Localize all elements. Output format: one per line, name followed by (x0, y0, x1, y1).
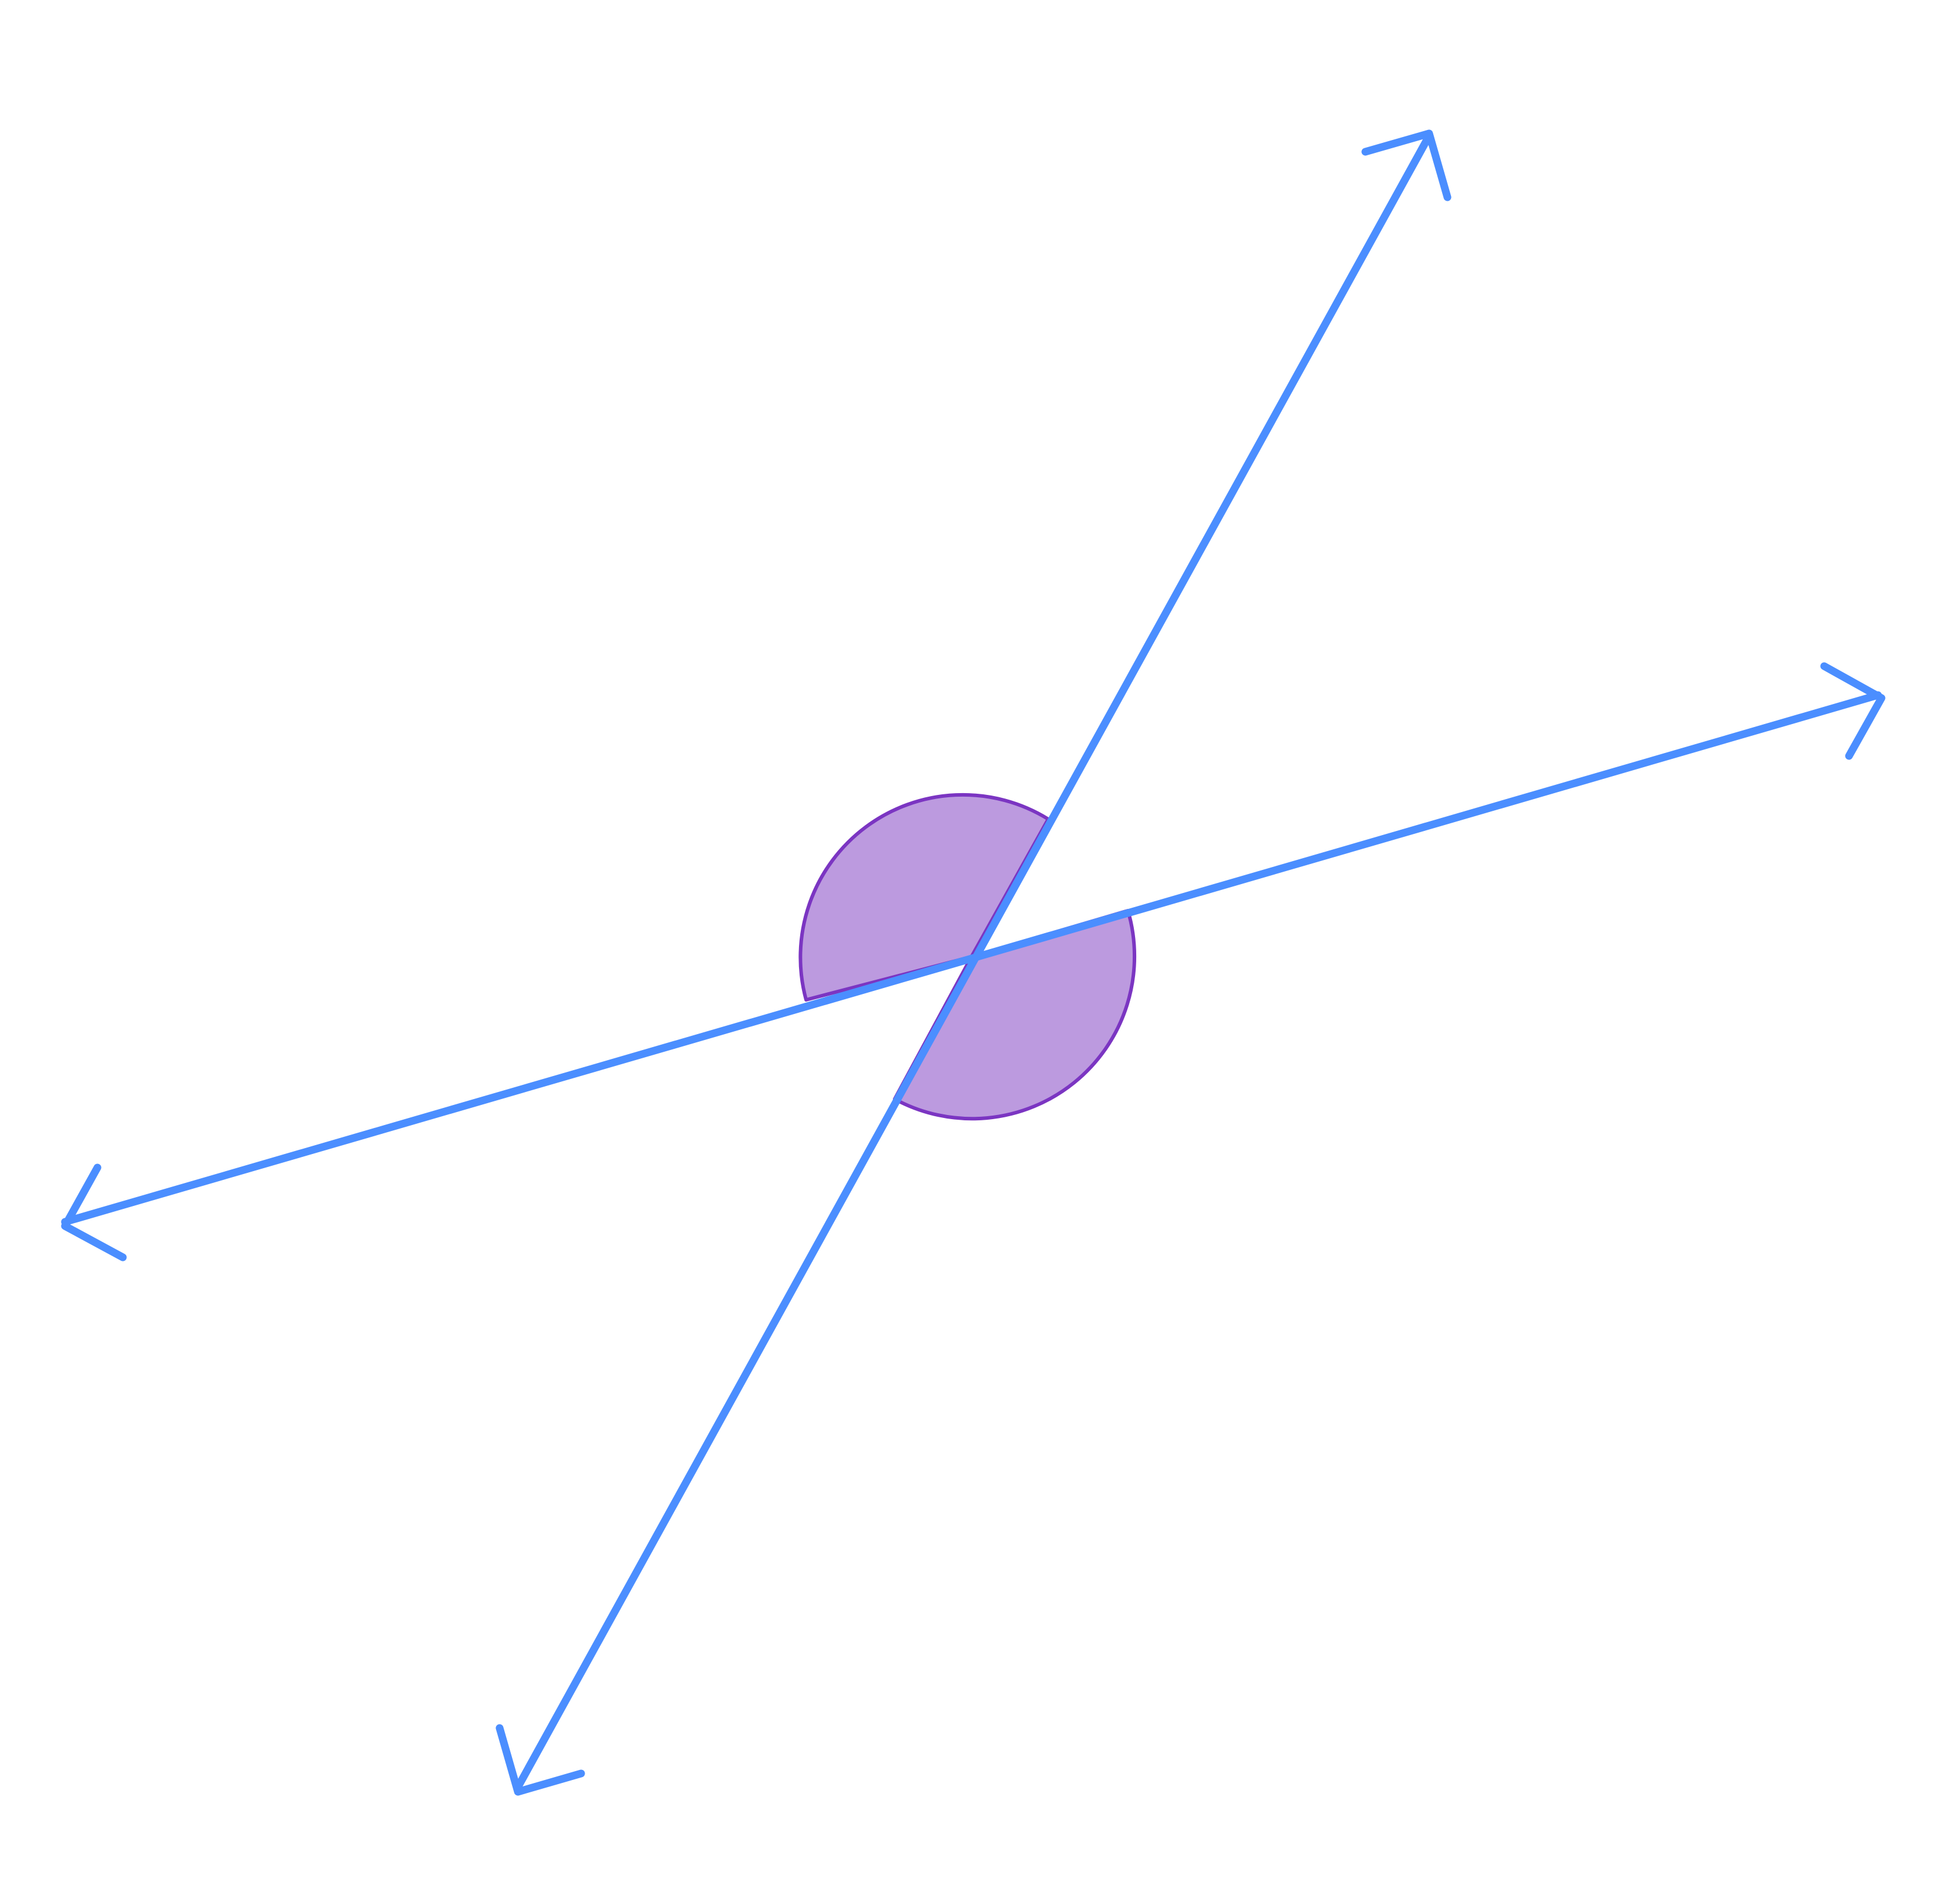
arrowhead-shallow-right (1820, 662, 1886, 760)
angle-sector-upper-left (798, 793, 1050, 1002)
lines (61, 132, 1882, 1791)
arrowhead-steep-bottom (495, 1724, 585, 1796)
angle-sector-lower-right (893, 909, 1137, 1121)
arrowheads (61, 129, 1886, 1796)
arrowhead-steep-top (1361, 129, 1452, 201)
vertical-angle-marks (798, 793, 1137, 1121)
line-steep (514, 132, 1433, 1791)
arrowhead-shallow-left (61, 1163, 127, 1261)
